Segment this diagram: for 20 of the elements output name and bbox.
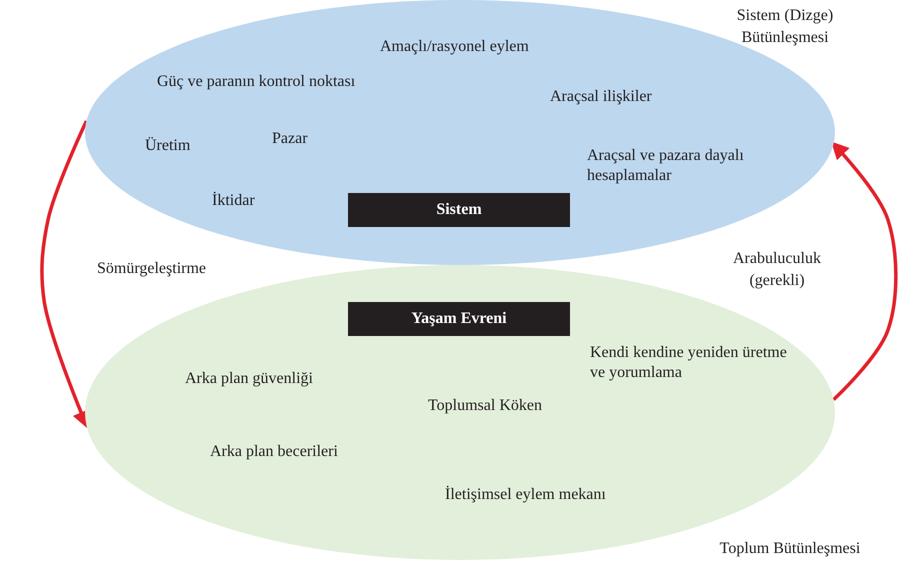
concept-label: Güç ve paranın kontrol noktası [157, 72, 356, 92]
integration-caption: Sistem (Dizge) Bütünleşmesi [736, 6, 834, 48]
concept-label: İletişimsel eylem mekanı [445, 485, 606, 505]
integration-caption: Toplum Bütünleşmesi [718, 539, 862, 559]
concept-label: Kendi kendine yeniden üretme ve yorumlama [590, 343, 788, 383]
concept-label: Arka plan güvenliği [185, 369, 313, 389]
concept-label: Toplumsal Köken [428, 396, 542, 416]
concept-label: Araçsal ve pazara dayalı hesaplamalar [587, 146, 745, 186]
title-bar: Sistem [348, 193, 570, 227]
curved-arrow [831, 142, 898, 401]
concept-label: Üretim [145, 136, 190, 156]
curved-arrow [40, 120, 90, 429]
concept-label: Arka plan becerileri [210, 442, 338, 462]
title-bar: Yaşam Evreni [348, 302, 570, 336]
concept-label: Pazar [272, 129, 308, 149]
concept-label: Araçsal ilişkiler [550, 87, 652, 107]
concept-label: İktidar [212, 191, 255, 211]
edge-label: Arabuluculuk (gerekli) [732, 249, 822, 291]
concept-label: Amaçlı/rasyonel eylem [380, 37, 529, 57]
edge-label: Sömürgeleştirme [97, 259, 206, 279]
